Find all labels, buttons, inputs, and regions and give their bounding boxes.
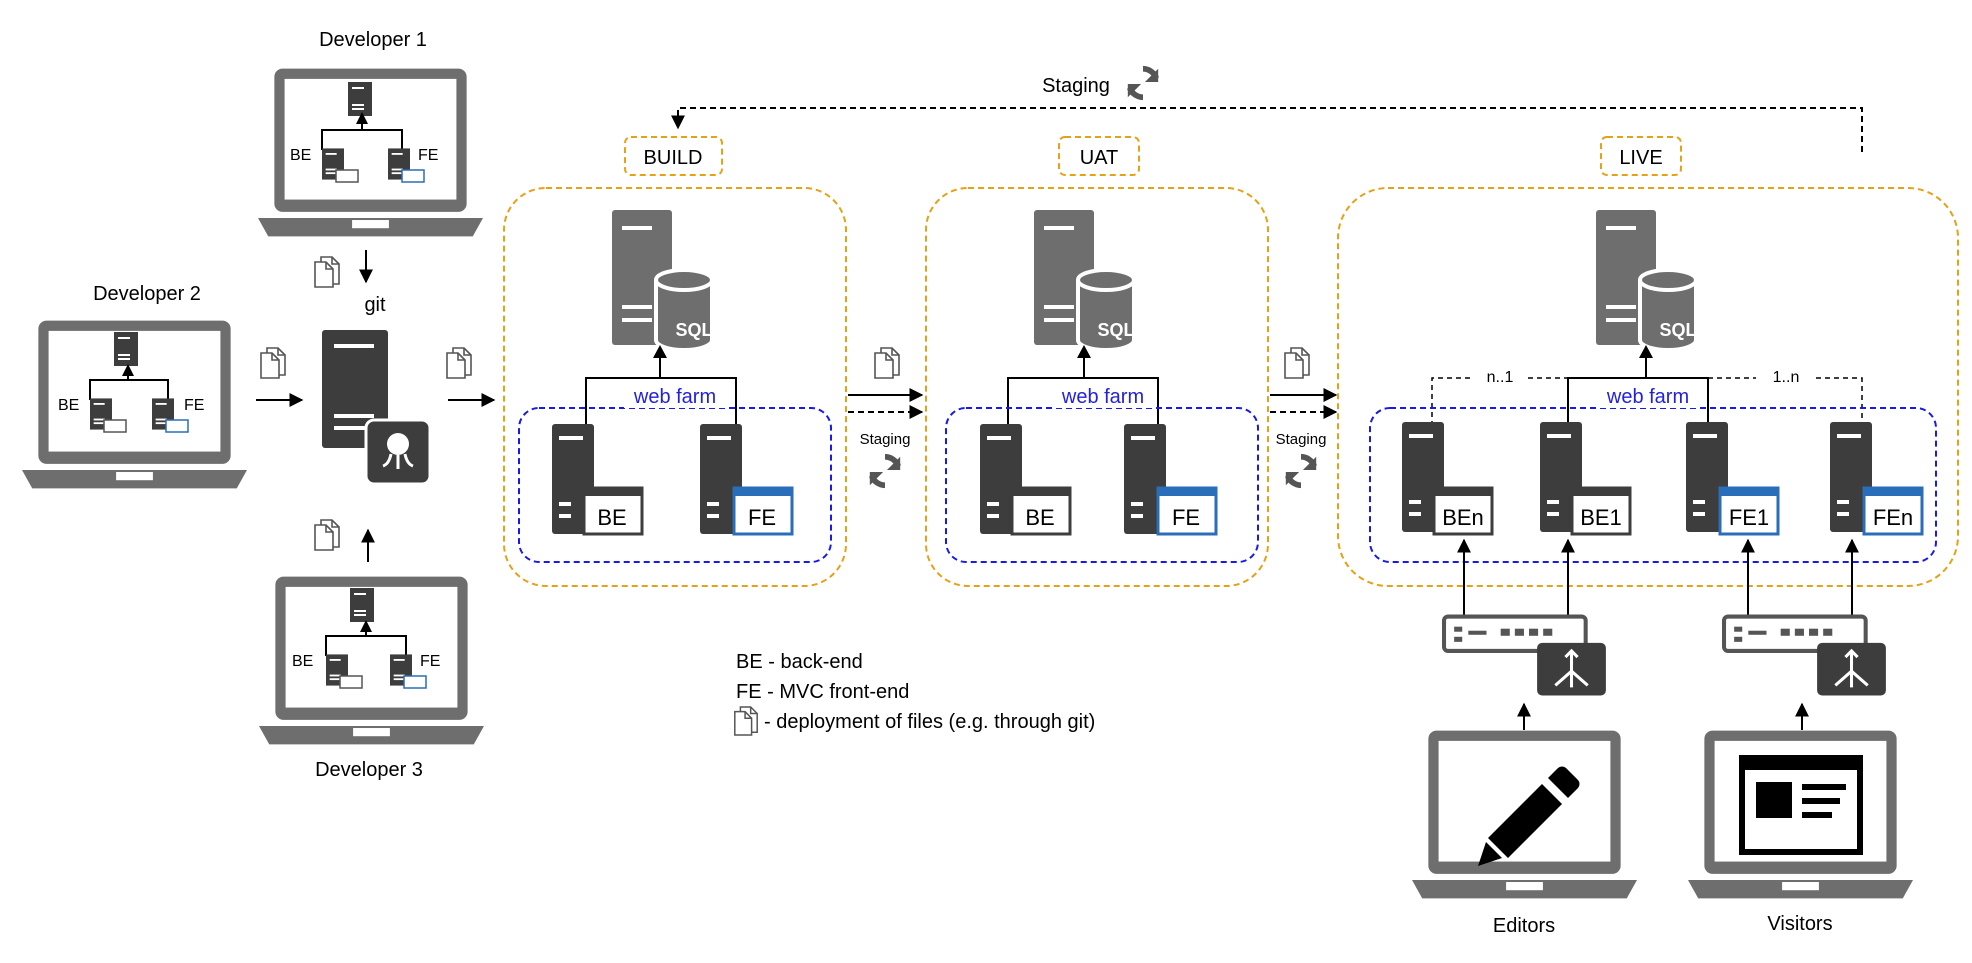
env-build: BUILD SQL web farm BE FE xyxy=(503,136,847,587)
fe1-label: FE1 xyxy=(1729,505,1769,530)
load-balancer-icon xyxy=(1724,617,1886,696)
developer-2: Developer 2 BE FE xyxy=(22,283,247,489)
sync-icon xyxy=(1286,457,1316,486)
git-server-icon xyxy=(322,330,388,448)
staging-label: Staging xyxy=(860,431,911,448)
server-icon xyxy=(350,588,374,622)
webfarm-label: web farm xyxy=(633,386,716,408)
staging-top-label: Staging xyxy=(1042,75,1110,97)
fen-label: FEn xyxy=(1873,505,1913,530)
developer-1: Developer 1 BE FE xyxy=(258,29,483,237)
editors-client: Editors xyxy=(1412,538,1637,937)
files-icon xyxy=(446,347,472,379)
env-uat: UAT SQL web farm BE FE xyxy=(925,136,1269,587)
files-icon xyxy=(874,347,900,379)
env-build-title: BUILD xyxy=(644,147,703,169)
webpage-icon xyxy=(1739,755,1863,855)
sql-label: SQL xyxy=(1659,320,1696,340)
fe-label: FE xyxy=(184,397,204,414)
developer-3: BE FE Developer 3 xyxy=(259,576,484,781)
files-icon xyxy=(260,347,286,379)
be-label: BE xyxy=(597,505,626,530)
env-live: LIVE SQL n..1 1..n web farm BEn BE1 FE1 xyxy=(1337,136,1959,587)
server-icon xyxy=(114,332,138,366)
git-label: git xyxy=(364,294,386,316)
files-icon xyxy=(1284,347,1310,379)
files-icon xyxy=(314,256,340,288)
legend-files: - deployment of files (e.g. through git) xyxy=(764,711,1095,733)
editors-label: Editors xyxy=(1493,915,1555,937)
legend: BE - back-end FE - MVC front-end - deplo… xyxy=(733,651,1095,736)
visitors-label: Visitors xyxy=(1767,913,1832,935)
legend-fe: FE - MVC front-end xyxy=(736,681,909,703)
sql-label: SQL xyxy=(1097,320,1134,340)
fe-label: FE xyxy=(418,147,438,164)
developer-2-label: Developer 2 xyxy=(93,283,201,305)
uat-to-live: Staging xyxy=(1270,347,1338,486)
be-label: BE xyxy=(1025,505,1054,530)
env-live-title: LIVE xyxy=(1619,147,1662,169)
webfarm-label: web farm xyxy=(1606,386,1689,408)
load-balancer-icon xyxy=(1444,617,1606,696)
sql-label: SQL xyxy=(675,320,712,340)
server-icon xyxy=(348,82,372,116)
developer-3-label: Developer 3 xyxy=(315,759,423,781)
ratio-left-label: n..1 xyxy=(1487,369,1514,386)
env-uat-title: UAT xyxy=(1080,147,1119,169)
files-icon xyxy=(733,706,759,736)
be-label: BE xyxy=(58,397,79,414)
sync-icon xyxy=(870,457,900,486)
webfarm-label: web farm xyxy=(1061,386,1144,408)
fe-label: FE xyxy=(420,653,440,670)
files-icon xyxy=(314,519,340,551)
be-label: BE xyxy=(290,147,311,164)
staging-label: Staging xyxy=(1276,431,1327,448)
be-label: BE xyxy=(292,653,313,670)
ratio-right-label: 1..n xyxy=(1773,369,1800,386)
legend-be: BE - back-end xyxy=(736,651,863,673)
fe-label: FE xyxy=(748,505,776,530)
git-repository: git xyxy=(256,250,496,562)
ben-label: BEn xyxy=(1442,505,1484,530)
build-to-uat: Staging xyxy=(848,347,924,486)
developer-1-label: Developer 1 xyxy=(319,29,427,51)
be1-label: BE1 xyxy=(1580,505,1622,530)
pencil-icon xyxy=(1478,766,1580,866)
visitors-client: Visitors xyxy=(1688,538,1913,935)
staging-live-to-build: Staging xyxy=(671,68,1863,152)
fe-label: FE xyxy=(1172,505,1200,530)
